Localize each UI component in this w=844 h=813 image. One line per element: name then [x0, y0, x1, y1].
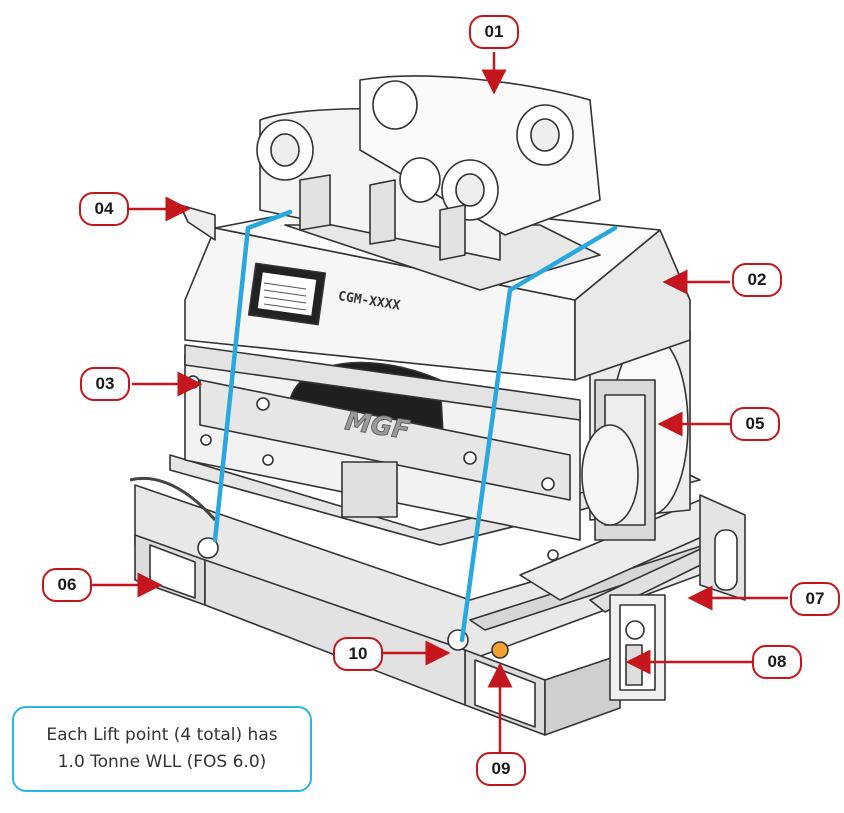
note-line-2: 1.0 Tonne WLL (FOS 6.0)	[57, 752, 267, 772]
lift-point-09	[491, 641, 509, 659]
callout-06: 06	[42, 568, 92, 602]
quick-hitch	[256, 75, 601, 291]
note-line-1: Each Lift point (4 total) has	[46, 725, 278, 745]
side-rail	[589, 494, 746, 701]
callout-07: 07	[790, 582, 840, 616]
callout-arrows	[92, 52, 788, 752]
callout-05: 05	[730, 407, 780, 441]
callout-01: 01	[469, 15, 519, 49]
callout-02: 02	[732, 263, 782, 297]
lift-strap-right	[459, 287, 513, 643]
warning-placard	[247, 262, 327, 326]
callout-10: 10	[333, 637, 383, 671]
hose	[129, 476, 217, 521]
lift-strap-top	[245, 209, 293, 231]
lift-strap-left	[212, 225, 251, 543]
callout-03: 03	[80, 367, 130, 401]
machine-drawing	[129, 75, 746, 736]
lift-eye-front-left	[197, 537, 219, 559]
callout-04: 04	[79, 192, 129, 226]
lift-point-note: Each Lift point (4 total) has 1.0 Tonne …	[12, 706, 312, 792]
drum-assembly	[581, 329, 691, 541]
lift-straps	[212, 209, 618, 643]
callout-09: 09	[476, 752, 526, 786]
callout-08: 08	[752, 645, 802, 679]
lift-strap-top-right	[507, 225, 618, 293]
